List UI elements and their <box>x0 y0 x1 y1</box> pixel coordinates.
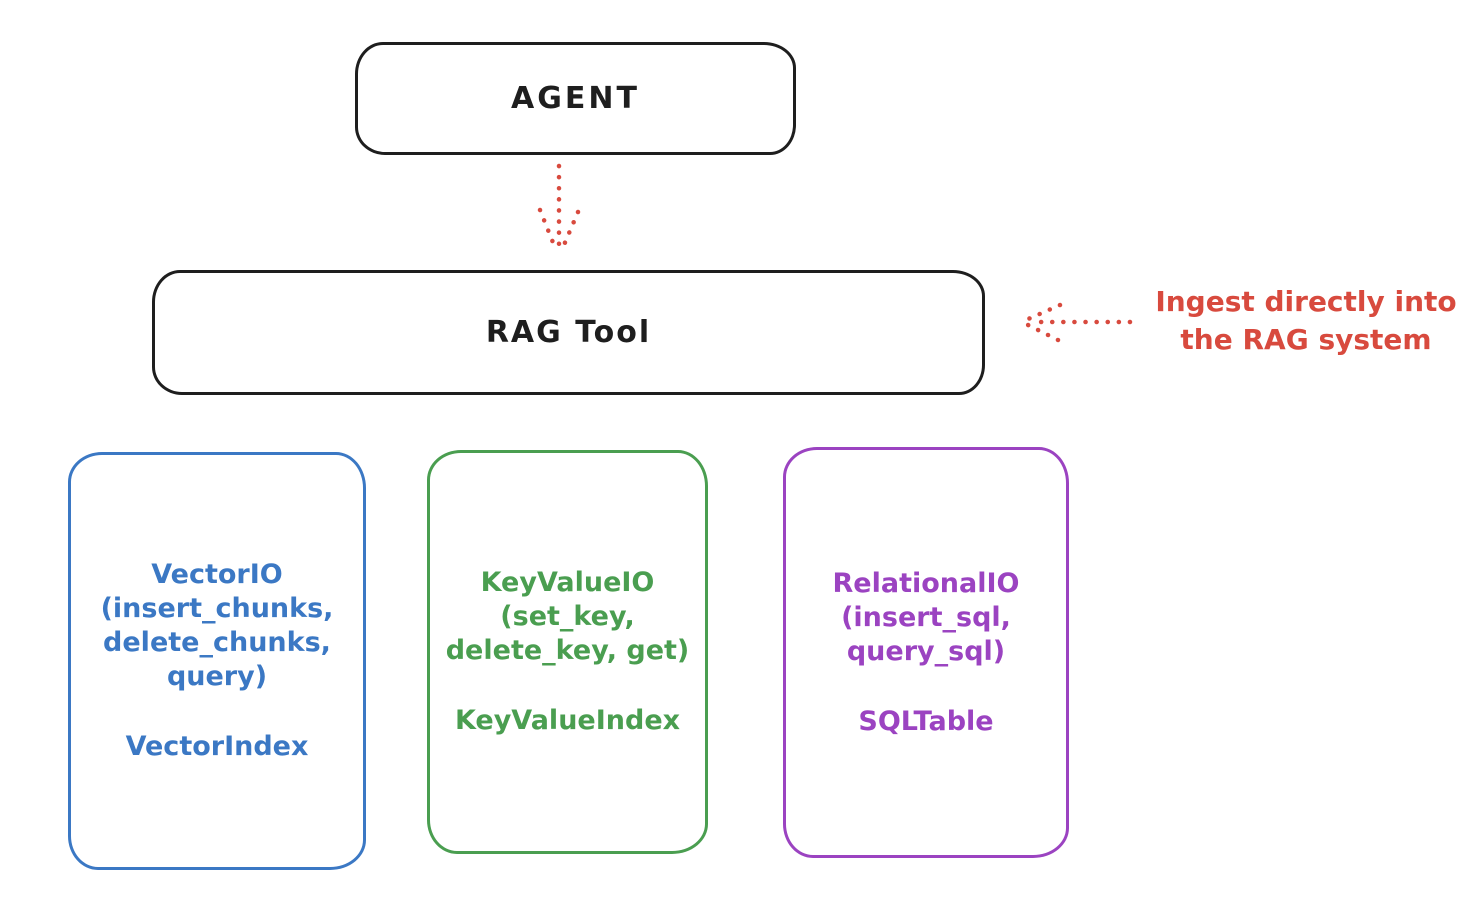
box-line: (set_key, <box>500 601 635 632</box>
box-line: (insert_chunks, <box>100 593 334 624</box>
vector-index-label: VectorIndex <box>125 731 309 762</box>
agent-to-rag-arrow-icon <box>537 163 581 255</box>
keyvalue-index-label: KeyValueIndex <box>454 705 681 736</box>
ingest-annotation-line2: the RAG system <box>1180 323 1432 356</box>
box-line: RelationalIO <box>832 567 1020 599</box>
box-line: delete_key, get) <box>445 635 690 666</box>
box-line: delete_chunks, <box>103 627 331 658</box>
ingest-annotation: Ingest directly into the RAG system <box>1128 283 1484 359</box>
annotation-to-rag-arrow-icon <box>1023 302 1133 343</box>
vector-io-node: VectorIO (insert_chunks, delete_chunks, … <box>68 452 366 870</box>
box-line: query_sql) <box>846 635 1006 667</box>
rag-tool-node: RAG Tool <box>152 270 985 395</box>
relational-io-node: RelationalIO (insert_sql, query_sql) SQL… <box>783 447 1069 858</box>
box-line: KeyValueIO <box>480 567 655 598</box>
ingest-annotation-line1: Ingest directly into <box>1155 285 1457 318</box>
box-line: VectorIO <box>151 559 283 590</box>
agent-label: AGENT <box>511 81 640 116</box>
box-line: (insert_sql, <box>841 601 1011 633</box>
keyvalue-io-node: KeyValueIO (set_key, delete_key, get) Ke… <box>427 450 708 854</box>
agent-node: AGENT <box>355 42 796 155</box>
sql-table-label: SQLTable <box>858 705 994 737</box>
rag-tool-label: RAG Tool <box>485 315 652 350</box>
box-line: query) <box>166 661 268 692</box>
